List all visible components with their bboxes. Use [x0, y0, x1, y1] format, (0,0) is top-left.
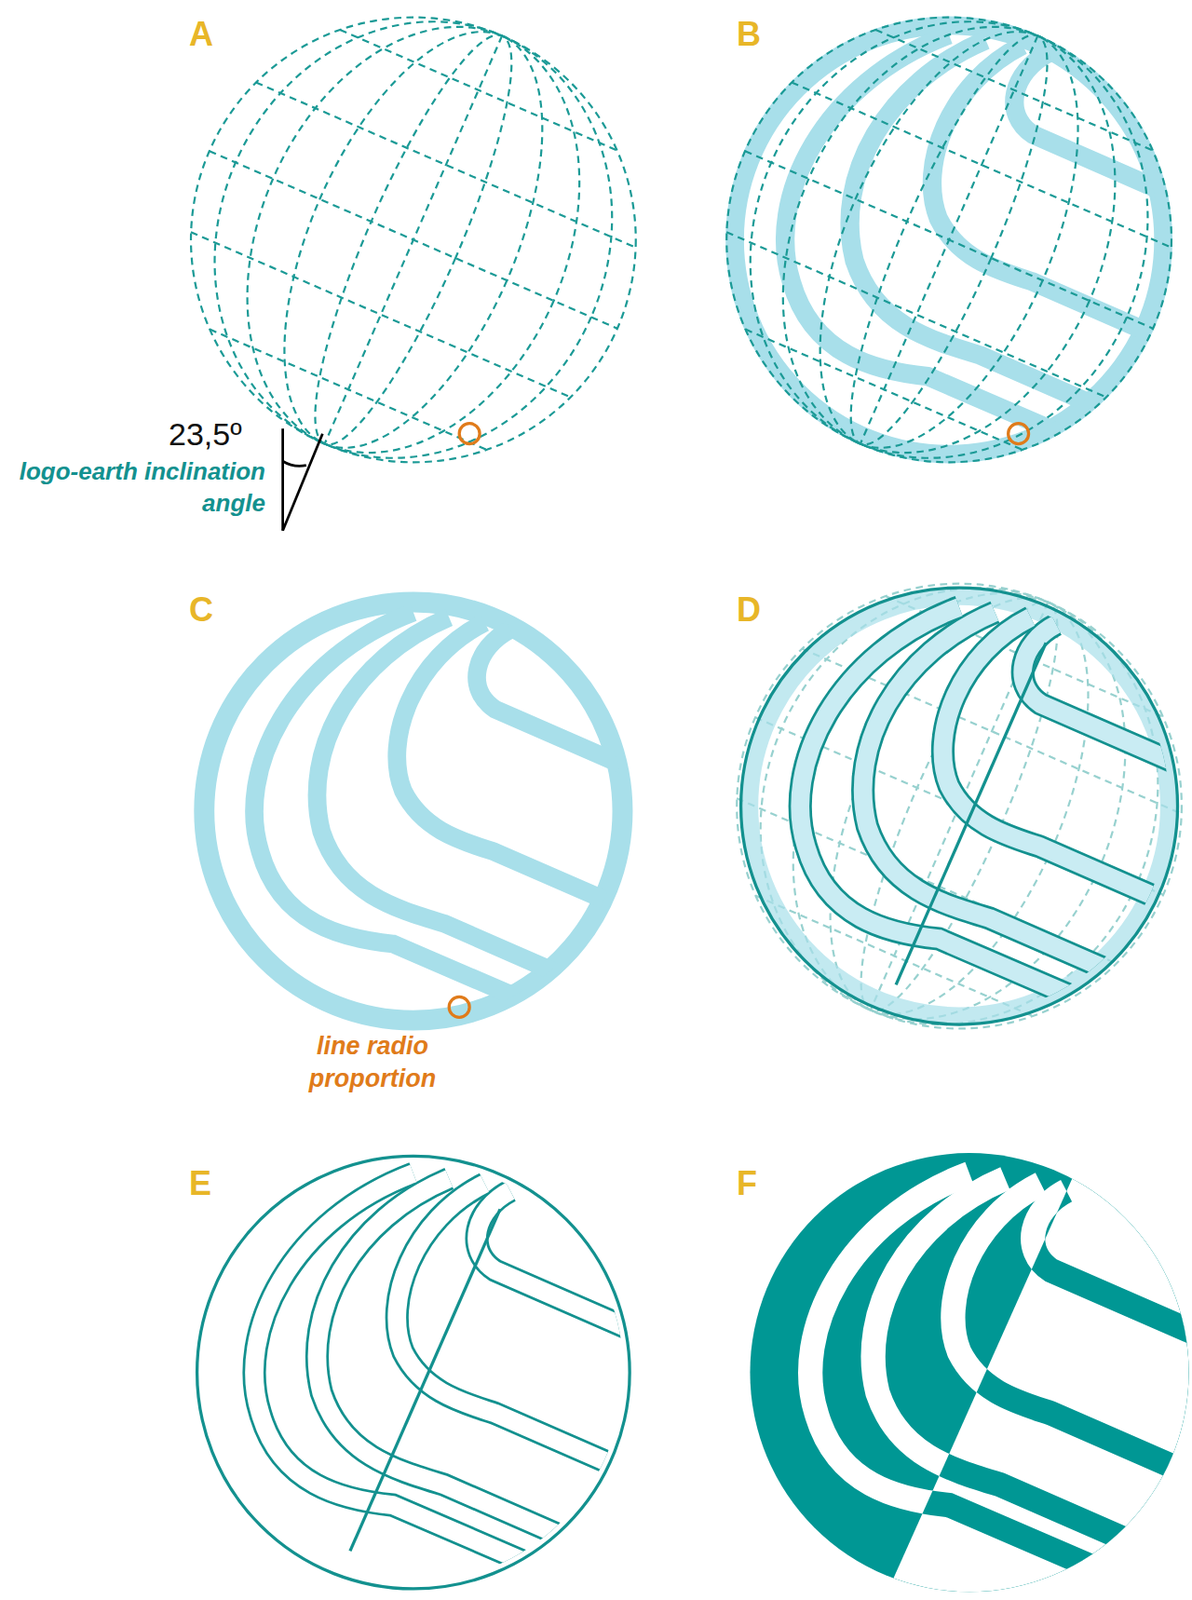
panel-letter: D — [736, 588, 761, 633]
angle-mark — [283, 428, 324, 531]
angle-value: 23,5º — [168, 413, 243, 455]
panel-letter: A — [189, 13, 214, 57]
panel-letter: F — [736, 1162, 758, 1206]
panel-letter: B — [736, 13, 761, 57]
angle-note: logo-earth inclination angle — [7, 456, 266, 520]
globe-grid — [121, 0, 707, 533]
logo-final — [749, 1152, 1192, 1600]
panel-letter: E — [189, 1162, 212, 1206]
logo-bands — [203, 601, 719, 1084]
logo-outline — [197, 1155, 720, 1600]
globe-logo-overlay — [656, 0, 1192, 533]
panel-letter: C — [189, 588, 214, 633]
proportion-note: line radio proportion — [270, 1029, 475, 1096]
logo-outline-overlay — [666, 513, 1192, 1099]
